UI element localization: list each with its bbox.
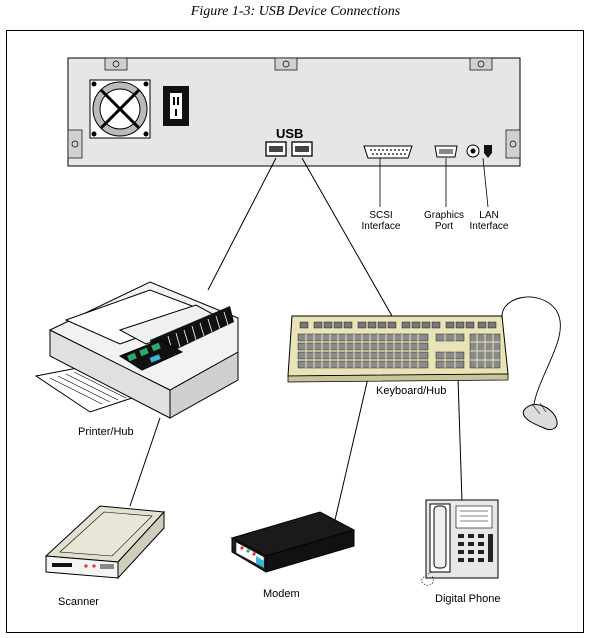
- lan-label-line1: LAN: [479, 210, 499, 221]
- printer-label: Printer/Hub: [78, 426, 134, 438]
- phone-label: Digital Phone: [435, 593, 501, 605]
- scsi-label-line2: Interface: [361, 221, 401, 232]
- cable-phone: [457, 377, 463, 503]
- phone-icon: [421, 499, 499, 586]
- mouse-icon: [522, 402, 558, 431]
- mouse-cable: [501, 296, 561, 405]
- scanner-label: Scanner: [58, 596, 99, 608]
- usb-label: USB: [276, 126, 304, 141]
- modem-icon: [230, 511, 356, 573]
- modem-label: Modem: [263, 588, 300, 600]
- graphics-label-line1: Graphics: [423, 210, 464, 221]
- keyboard-icon: [287, 315, 509, 383]
- lan-label-line2: Interface: [469, 221, 509, 232]
- graphics-label-line2: Port: [434, 221, 454, 232]
- usb-cables: [129, 157, 463, 521]
- cable-modem: [334, 377, 369, 521]
- scanner-icon: [44, 505, 166, 580]
- figure-caption: Figure 1-3: USB Device Connections: [190, 4, 401, 19]
- fan-icon: [89, 79, 151, 139]
- printer-icon: [34, 281, 239, 419]
- scsi-label-line1: SCSI: [369, 210, 393, 221]
- usb-port-1: [265, 141, 287, 157]
- scsi-connector: [363, 145, 413, 159]
- cable-scanner: [129, 417, 161, 507]
- lan-connector: [466, 144, 492, 158]
- cable-printer: [207, 157, 277, 291]
- figure-frame: [6, 30, 584, 633]
- usb-port-2: [291, 141, 313, 157]
- keyboard-label: Keyboard/Hub: [376, 385, 447, 397]
- graphics-label: Graphics Port: [421, 210, 467, 232]
- graphics-port: [434, 145, 458, 158]
- port-pointer-lines: [379, 157, 489, 208]
- power-socket-icon: [163, 86, 189, 126]
- lan-label: LAN Interface: [469, 210, 509, 232]
- cable-keyboard: [301, 157, 393, 317]
- scsi-label: SCSI Interface: [361, 210, 401, 232]
